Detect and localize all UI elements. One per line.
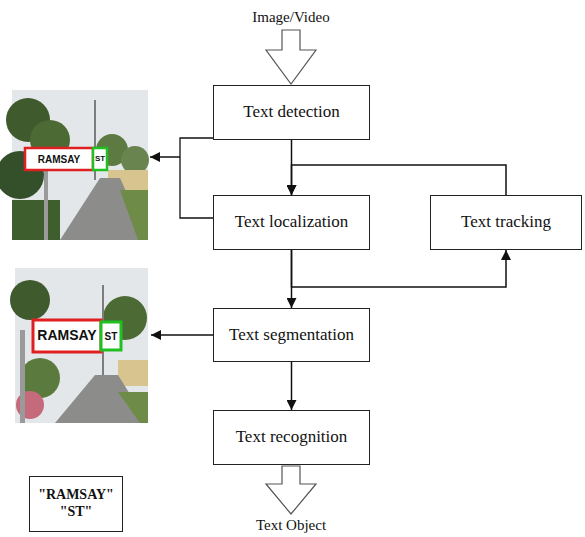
box-text: "RAMSAY" bbox=[38, 487, 114, 504]
flow-arrow bbox=[291, 362, 293, 410]
sign-text: ST bbox=[95, 150, 105, 168]
flow-arrow bbox=[292, 165, 507, 195]
output-label: Text Object bbox=[256, 517, 326, 534]
process-box: Text recognition bbox=[213, 410, 370, 465]
hollow-arrow bbox=[266, 30, 316, 84]
box-text: Text tracking bbox=[461, 212, 551, 232]
bracket-line bbox=[180, 138, 213, 218]
flow-arrow bbox=[292, 250, 507, 287]
result-box: "RAMSAY""ST" bbox=[29, 476, 123, 532]
sign-text: RAMSAY bbox=[27, 150, 91, 168]
box-text: Text detection bbox=[243, 102, 340, 122]
process-box: Text segmentation bbox=[213, 308, 370, 362]
input-label: Image/Video bbox=[252, 9, 329, 26]
process-box: Text detection bbox=[213, 85, 370, 140]
street-photo bbox=[0, 90, 149, 240]
box-text: Text recognition bbox=[236, 427, 348, 447]
box-text: "ST" bbox=[60, 504, 93, 521]
hollow-arrow bbox=[266, 466, 316, 514]
sign-text: ST bbox=[104, 325, 118, 347]
leader-arrow bbox=[150, 156, 180, 158]
box-text: Text localization bbox=[235, 212, 349, 232]
process-box: Text localization bbox=[213, 195, 370, 250]
flow-arrow bbox=[291, 250, 293, 308]
street-photo bbox=[10, 268, 148, 423]
process-box: Text tracking bbox=[430, 195, 582, 250]
sign-text: RAMSAY bbox=[36, 323, 98, 349]
leader-arrow bbox=[151, 334, 213, 336]
box-text: Text segmentation bbox=[229, 325, 354, 345]
